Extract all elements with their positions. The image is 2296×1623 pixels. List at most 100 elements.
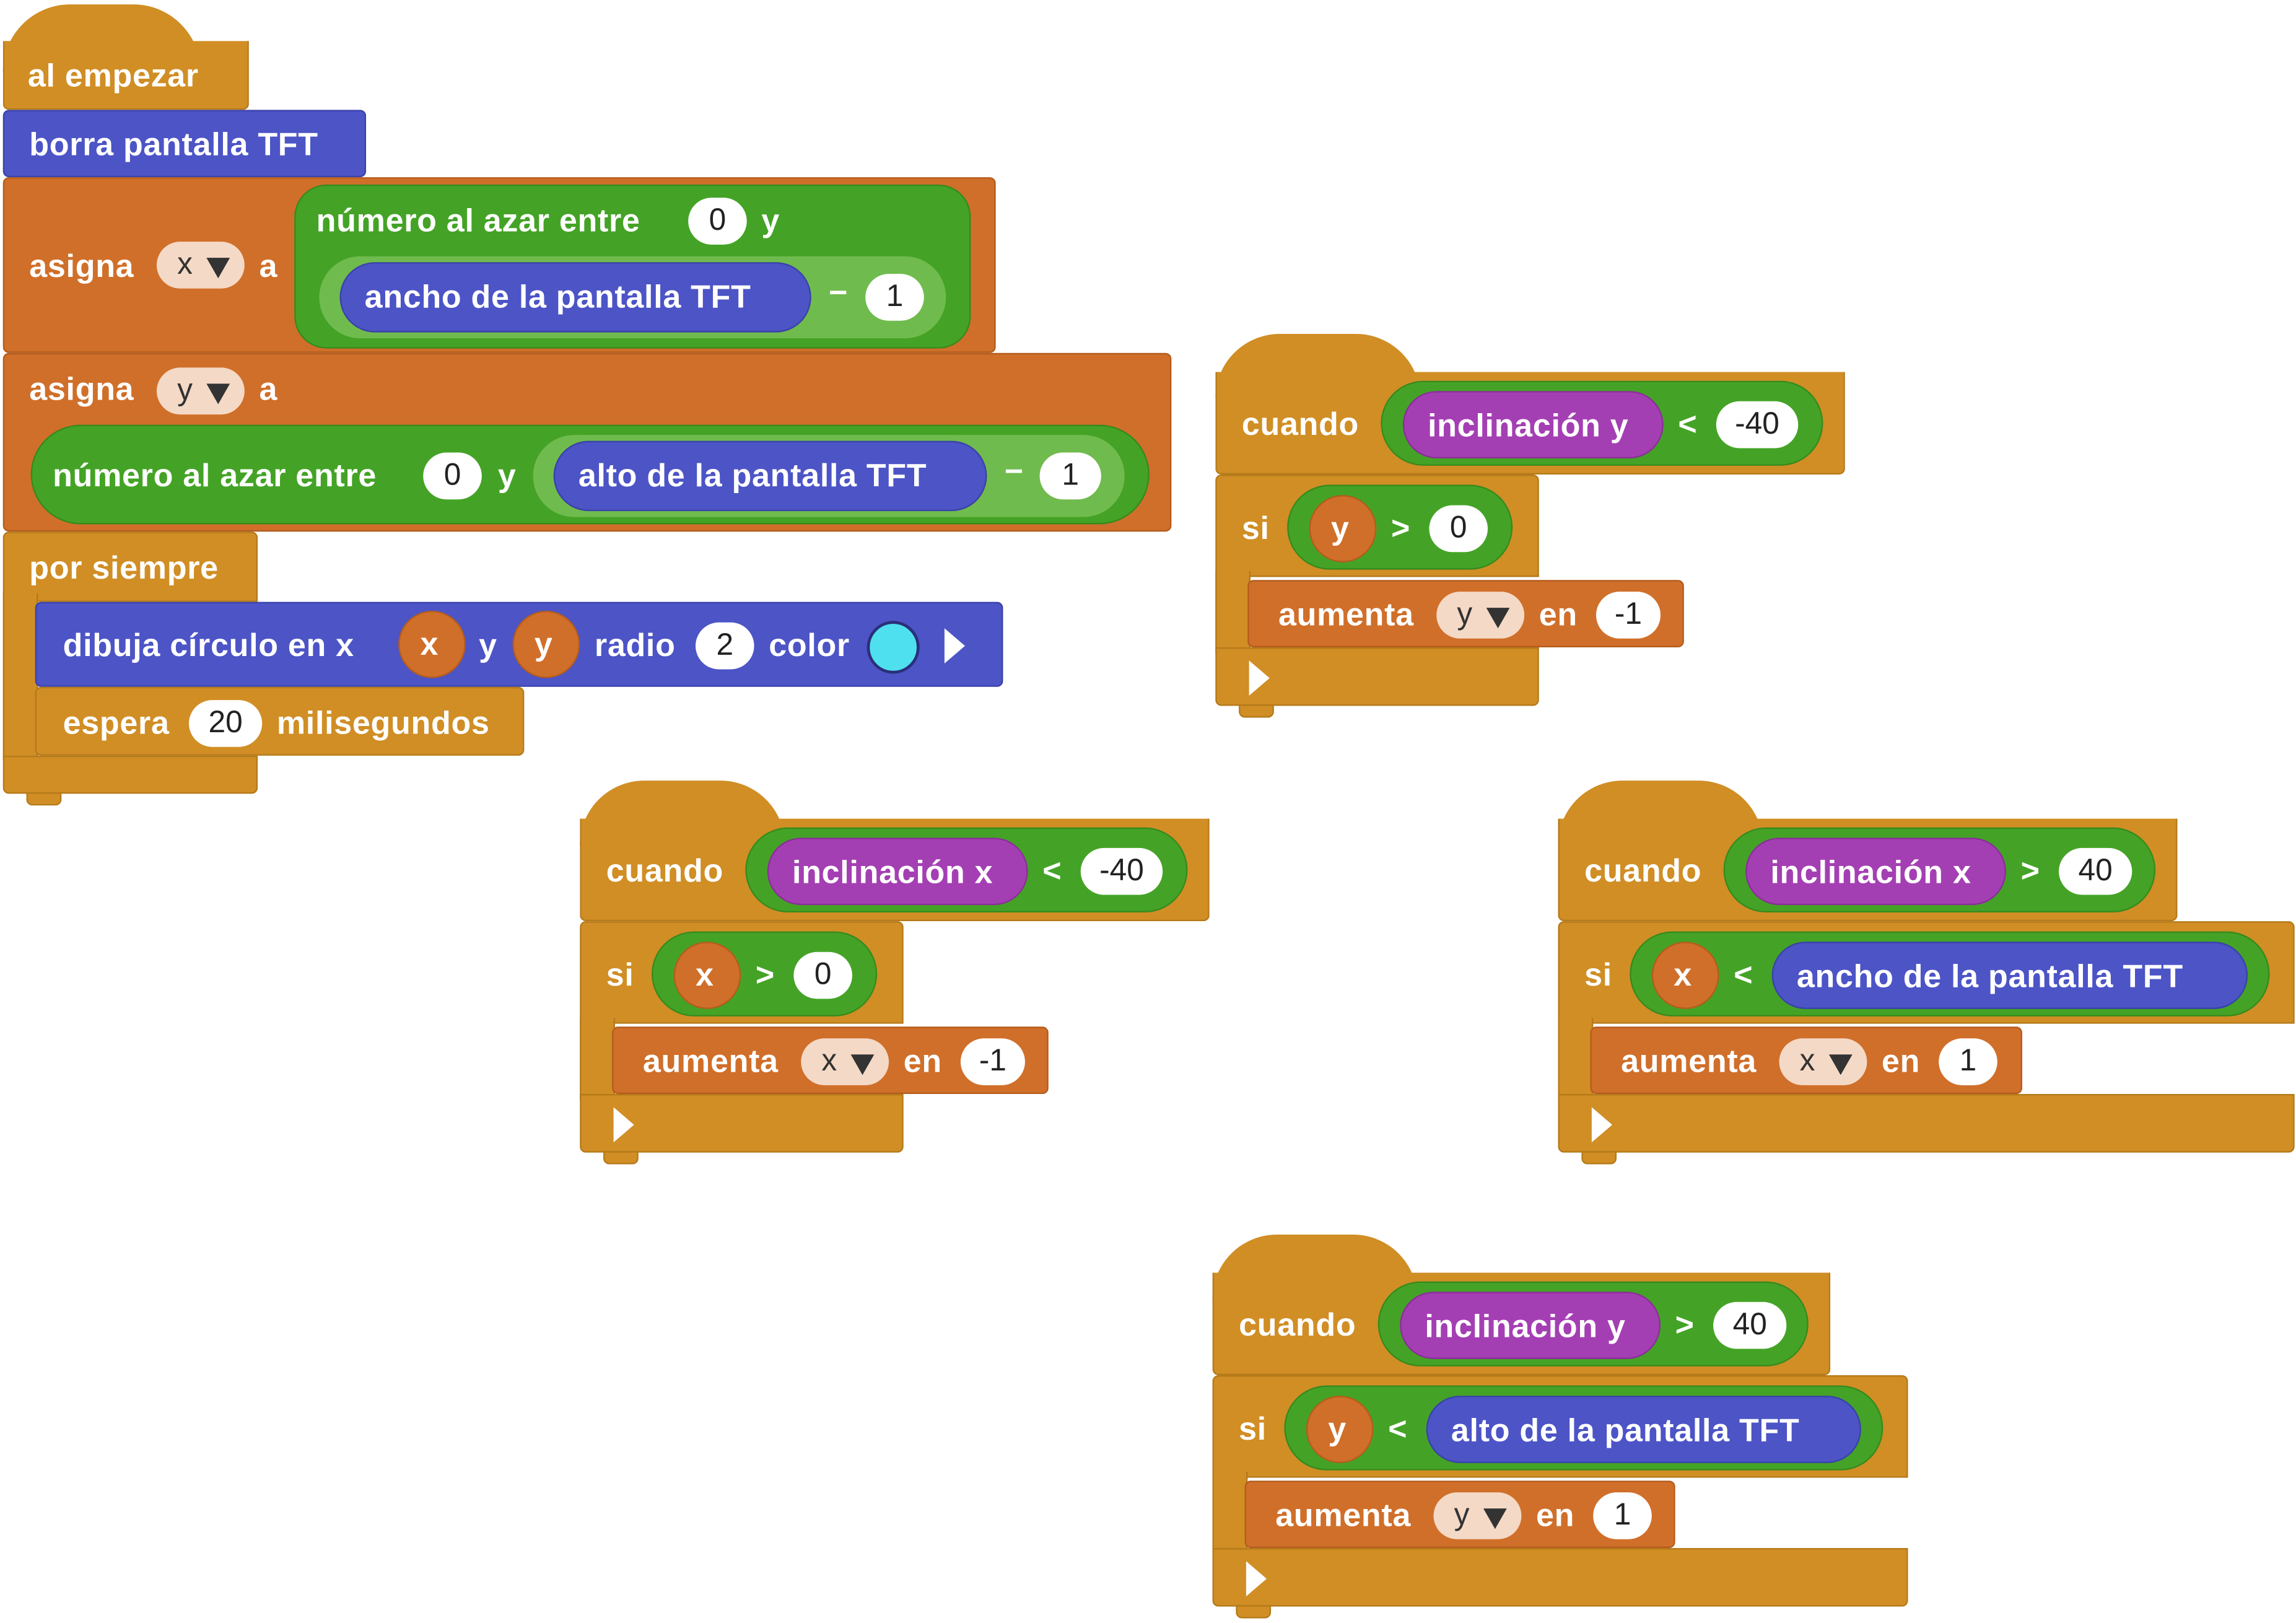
- var-name: y: [1454, 1498, 1470, 1532]
- if-footer: [580, 1094, 904, 1153]
- var-x-reporter[interactable]: x: [1651, 942, 1719, 1009]
- threshold-input[interactable]: -40: [1080, 847, 1163, 895]
- if-block[interactable]: si x > 0: [580, 921, 904, 1024]
- tft-width-reporter[interactable]: ancho de la pantalla TFT: [1771, 942, 2248, 1009]
- sensor-label: inclinación x: [792, 854, 993, 891]
- when-label: cuando: [1241, 405, 1360, 442]
- compare-value-input[interactable]: 0: [793, 951, 852, 999]
- subtract-value-input[interactable]: 1: [865, 274, 924, 321]
- if-block[interactable]: si y > 0: [1215, 475, 1539, 577]
- expand-arrow-icon[interactable]: [1591, 1107, 1612, 1143]
- var-dropdown-x[interactable]: x: [156, 242, 245, 289]
- when-tilt-block[interactable]: cuando inclinación y < -40: [1215, 372, 1845, 475]
- change-amount-input[interactable]: -1: [960, 1038, 1025, 1085]
- var-name: x: [420, 625, 439, 662]
- bottom-notch: [1239, 704, 1274, 718]
- compare-reporter[interactable]: inclinación y < -40: [1381, 380, 1823, 466]
- change-label: aumenta: [1278, 596, 1414, 633]
- compare-reporter[interactable]: y > 0: [1287, 484, 1513, 570]
- var-y-reporter[interactable]: y: [1306, 1396, 1374, 1463]
- and-label: y: [761, 202, 780, 239]
- forever-block[interactable]: por siempre: [2, 532, 258, 602]
- tft-height-reporter[interactable]: alto de la pantalla TFT: [553, 440, 987, 512]
- and-label: y: [497, 457, 517, 494]
- var-x-reporter[interactable]: x: [673, 942, 741, 1009]
- threshold-input[interactable]: -40: [1716, 401, 1799, 448]
- tilt-sensor-reporter[interactable]: inclinación x: [767, 838, 1028, 906]
- tft-width-label: ancho de la pantalla TFT: [1796, 958, 2183, 995]
- tft-width-reporter[interactable]: ancho de la pantalla TFT: [339, 262, 811, 333]
- change-amount-input[interactable]: 1: [1939, 1038, 1997, 1085]
- change-var-block[interactable]: aumenta y en -1: [1247, 580, 1684, 647]
- expand-arrow-icon[interactable]: [613, 1107, 634, 1143]
- dropdown-arrow-icon: [1483, 1508, 1507, 1529]
- var-name: y: [177, 373, 193, 408]
- forever-footer: [2, 755, 258, 794]
- change-amount-input[interactable]: 1: [1593, 1492, 1652, 1539]
- compare-reporter[interactable]: inclinación y > 40: [1377, 1281, 1809, 1367]
- draw-circle-block[interactable]: dibuja círculo en x x y y radio 2 color: [35, 602, 1003, 687]
- when-started-block[interactable]: al empezar: [2, 41, 249, 110]
- compare-reporter[interactable]: x > 0: [652, 931, 878, 1017]
- compare-reporter[interactable]: x < ancho de la pantalla TFT: [1630, 931, 2270, 1017]
- bottom-notch: [26, 792, 62, 806]
- change-amount-input[interactable]: -1: [1595, 592, 1661, 639]
- radius-input[interactable]: 2: [695, 622, 754, 670]
- threshold-input[interactable]: 40: [1713, 1301, 1787, 1349]
- expand-arrow-icon[interactable]: [1246, 1561, 1267, 1596]
- wait-unit-label: milisegundos: [276, 704, 490, 742]
- tilt-sensor-reporter[interactable]: inclinación y: [1400, 1292, 1661, 1359]
- var-dropdown-y[interactable]: y: [1433, 1492, 1522, 1539]
- compare-reporter[interactable]: y < alto de la pantalla TFT: [1284, 1385, 1884, 1471]
- when-tilt-block[interactable]: cuando inclinación y > 40: [1212, 1272, 1831, 1375]
- when-tilt-block[interactable]: cuando inclinación x > 40: [1558, 818, 2178, 922]
- bottom-notch: [1236, 1605, 1272, 1619]
- compare-operator: <: [1388, 1410, 1408, 1447]
- wait-ms-input[interactable]: 20: [188, 700, 263, 747]
- clear-tft-block[interactable]: borra pantalla TFT: [2, 110, 367, 178]
- tft-width-label: ancho de la pantalla TFT: [364, 278, 751, 315]
- draw-circle-label: dibuja círculo en x: [63, 626, 354, 663]
- var-y-reporter[interactable]: y: [512, 610, 580, 678]
- change-var-block[interactable]: aumenta x en 1: [1590, 1026, 2022, 1095]
- tft-height-reporter[interactable]: alto de la pantalla TFT: [1426, 1396, 1861, 1463]
- subtract-reporter[interactable]: alto de la pantalla TFT − 1: [533, 435, 1125, 517]
- set-y-block[interactable]: asigna y a número al azar entre 0 y alto…: [2, 352, 1172, 532]
- tilt-sensor-reporter[interactable]: inclinación y: [1402, 391, 1664, 458]
- to-label: a: [259, 370, 278, 408]
- var-dropdown-x[interactable]: x: [1779, 1038, 1867, 1085]
- forever-arm: [2, 593, 38, 761]
- expand-arrow-icon[interactable]: [1249, 660, 1270, 696]
- change-var-block[interactable]: aumenta y en 1: [1244, 1481, 1675, 1548]
- tilt-sensor-reporter[interactable]: inclinación x: [1745, 838, 2006, 906]
- compare-operator: >: [1675, 1306, 1695, 1343]
- expand-arrow-icon[interactable]: [944, 628, 966, 663]
- var-y-reporter[interactable]: y: [1309, 495, 1377, 562]
- subtract-value-input[interactable]: 1: [1039, 452, 1101, 500]
- random-min-input[interactable]: 0: [688, 198, 747, 245]
- var-name: y: [534, 625, 553, 662]
- compare-reporter[interactable]: inclinación x > 40: [1723, 827, 2156, 912]
- if-block[interactable]: si x < ancho de la pantalla TFT: [1558, 921, 2295, 1024]
- compare-value-input[interactable]: 0: [1429, 505, 1488, 553]
- var-dropdown-y[interactable]: y: [1436, 592, 1525, 639]
- random-range-reporter[interactable]: número al azar entre 0 y ancho de la pan…: [294, 184, 971, 349]
- if-block[interactable]: si y < alto de la pantalla TFT: [1212, 1375, 1908, 1478]
- threshold-input[interactable]: 40: [2059, 847, 2132, 895]
- compare-reporter[interactable]: inclinación x < -40: [745, 827, 1188, 912]
- change-var-block[interactable]: aumenta x en -1: [612, 1026, 1049, 1095]
- if-footer: [1212, 1547, 1908, 1607]
- subtract-reporter[interactable]: ancho de la pantalla TFT − 1: [319, 256, 946, 339]
- if-label: si: [1241, 509, 1270, 546]
- random-range-reporter[interactable]: número al azar entre 0 y alto de la pant…: [30, 424, 1150, 525]
- if-arm: [1558, 1018, 1594, 1100]
- random-min-input[interactable]: 0: [423, 452, 482, 500]
- wait-block[interactable]: espera 20 milisegundos: [35, 686, 525, 756]
- var-x-reporter[interactable]: x: [398, 610, 466, 678]
- var-dropdown-y[interactable]: y: [156, 367, 245, 415]
- when-tilt-block[interactable]: cuando inclinación x < -40: [580, 818, 1210, 922]
- set-x-block[interactable]: asigna x a número al azar entre 0 y anch…: [2, 177, 996, 353]
- color-swatch[interactable]: [866, 621, 920, 674]
- var-dropdown-x[interactable]: x: [801, 1038, 889, 1085]
